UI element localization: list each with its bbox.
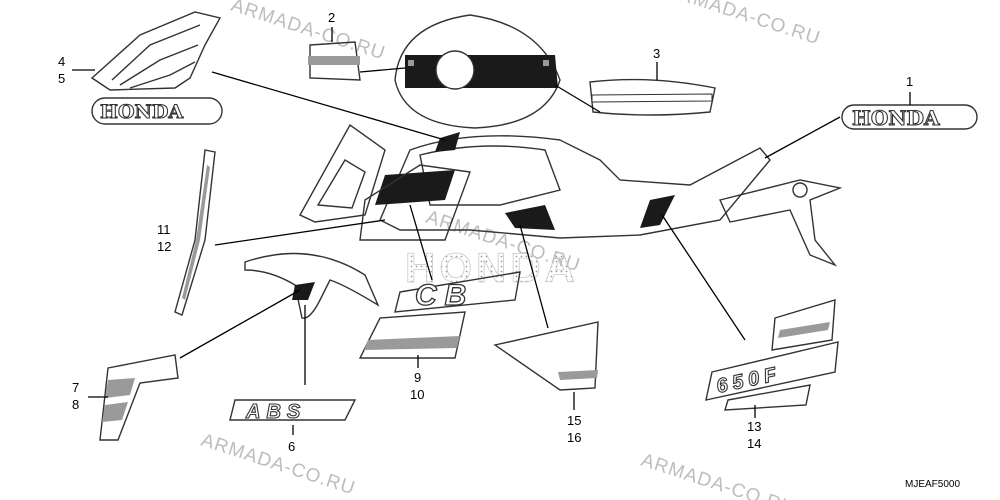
side-panel-outline bbox=[359, 164, 471, 241]
callout-12: 12 bbox=[157, 239, 171, 254]
leader-9-10b bbox=[409, 204, 433, 281]
diagram-code: MJEAF5000 bbox=[905, 479, 960, 490]
part-11-12-fender-stripe bbox=[174, 149, 216, 316]
cb-emblem-text: CB bbox=[415, 279, 474, 312]
leader-2b bbox=[359, 67, 406, 73]
callout-11: 11 bbox=[157, 222, 171, 237]
wing-brand-plate bbox=[91, 97, 223, 125]
wing-feather-1 bbox=[111, 24, 201, 81]
callout-9: 9 bbox=[414, 370, 421, 385]
part-6-abs-emblem: ABS bbox=[229, 399, 357, 424]
part-7-8-side-stripe bbox=[99, 354, 179, 441]
tail-frame-shape bbox=[719, 179, 843, 267]
callout-3: 3 bbox=[653, 46, 660, 61]
cc-emblem-plate bbox=[705, 341, 839, 401]
tank-band-mark-right bbox=[543, 60, 549, 66]
watermark-top: ARMADA-CO.RU bbox=[228, 0, 387, 64]
callout-15: 15 bbox=[567, 413, 581, 428]
cb-lower-panel bbox=[358, 311, 466, 359]
callout-1: 1 bbox=[906, 74, 913, 89]
callout-7: 7 bbox=[72, 380, 79, 395]
front-fairing-inner bbox=[316, 159, 366, 209]
ghost-brand-text: HONDA bbox=[405, 244, 579, 291]
callout-13: 13 bbox=[747, 419, 761, 434]
motorcycle-body bbox=[299, 123, 843, 267]
part-13-14-cc-decal: 650F bbox=[705, 299, 839, 411]
tank-pad-stripe bbox=[308, 56, 360, 65]
leader-11-12 bbox=[214, 219, 386, 246]
front-fender-shape bbox=[244, 252, 380, 319]
cc-decal-upper bbox=[771, 299, 836, 351]
part-2-tank-pad bbox=[308, 41, 361, 81]
callout-10: 10 bbox=[410, 387, 424, 402]
front-fairing-shape bbox=[299, 123, 386, 223]
part-15-16-lower-decal bbox=[493, 321, 599, 391]
front-fender bbox=[244, 252, 380, 319]
tank-top-view bbox=[394, 14, 561, 129]
callout-5: 5 bbox=[58, 71, 65, 86]
callout-2: 2 bbox=[328, 10, 335, 25]
tail-light-circle bbox=[792, 182, 808, 198]
cb-emblem-shape bbox=[394, 271, 521, 313]
part-4-5-wing-logo: HONDA bbox=[90, 11, 223, 125]
leader-15-16b bbox=[519, 224, 549, 329]
leader-4-5b bbox=[211, 71, 446, 141]
tank-pad-shape bbox=[309, 41, 361, 81]
leader-lines bbox=[72, 27, 911, 435]
side-stripe-fill-2 bbox=[102, 402, 128, 422]
mid-stripe-black bbox=[505, 205, 555, 230]
tank-top-band bbox=[405, 55, 558, 88]
tank-stripe-black bbox=[435, 132, 460, 152]
tank-cap-circle bbox=[435, 50, 475, 90]
side-stripe-fill-1 bbox=[105, 378, 135, 398]
watermark-bottom-right: ARMADA-CO.RU bbox=[638, 450, 797, 500]
leader-13-14b bbox=[661, 214, 746, 341]
wing-shape bbox=[90, 11, 222, 91]
abs-emblem-plate bbox=[229, 399, 357, 421]
callout-labels: 1 2 3 4 5 11 12 7 8 6 9 10 15 16 13 14 bbox=[58, 10, 913, 454]
fender-stripe-inner bbox=[182, 165, 210, 300]
cc-decal-band bbox=[778, 322, 830, 338]
abs-emblem-text: ABS bbox=[245, 401, 306, 423]
cb-lower-band bbox=[364, 336, 460, 350]
fender-stripe-shape bbox=[174, 149, 216, 316]
callout-8: 8 bbox=[72, 397, 79, 412]
wing-brand-text: HONDA bbox=[100, 101, 183, 123]
wing-feather-3 bbox=[129, 61, 196, 89]
fender-decal-black bbox=[292, 282, 315, 300]
lower-decal-shape bbox=[493, 321, 599, 391]
honda-emblem-text: HONDA bbox=[852, 106, 940, 130]
callout-6: 6 bbox=[288, 439, 295, 454]
watermark-top-right: ARMADA-CO.RU bbox=[663, 0, 822, 49]
tank-top-outline bbox=[394, 14, 561, 129]
part-1-honda-emblem: HONDA bbox=[841, 104, 978, 131]
leader-3b bbox=[554, 84, 601, 113]
part-9-10-cb-decal: CB bbox=[358, 271, 521, 359]
leader-1b bbox=[764, 116, 841, 159]
callout-4: 4 bbox=[58, 54, 65, 69]
cc-decal-lower bbox=[724, 384, 811, 411]
tail-stripe-band bbox=[591, 93, 713, 103]
wing-feather-2 bbox=[119, 44, 199, 86]
side-stripe-shape bbox=[99, 354, 179, 441]
leader-7-8b bbox=[179, 289, 301, 359]
rear-stripe-black bbox=[640, 195, 675, 228]
callout-16: 16 bbox=[567, 430, 581, 445]
callout-14: 14 bbox=[747, 436, 761, 451]
lower-decal-band bbox=[558, 370, 598, 380]
watermark-bottom-left: ARMADA-CO.RU bbox=[198, 430, 357, 500]
part-3-tail-stripe bbox=[589, 78, 716, 116]
side-stripe-black bbox=[375, 170, 455, 205]
tank-band-mark-left bbox=[408, 60, 414, 66]
